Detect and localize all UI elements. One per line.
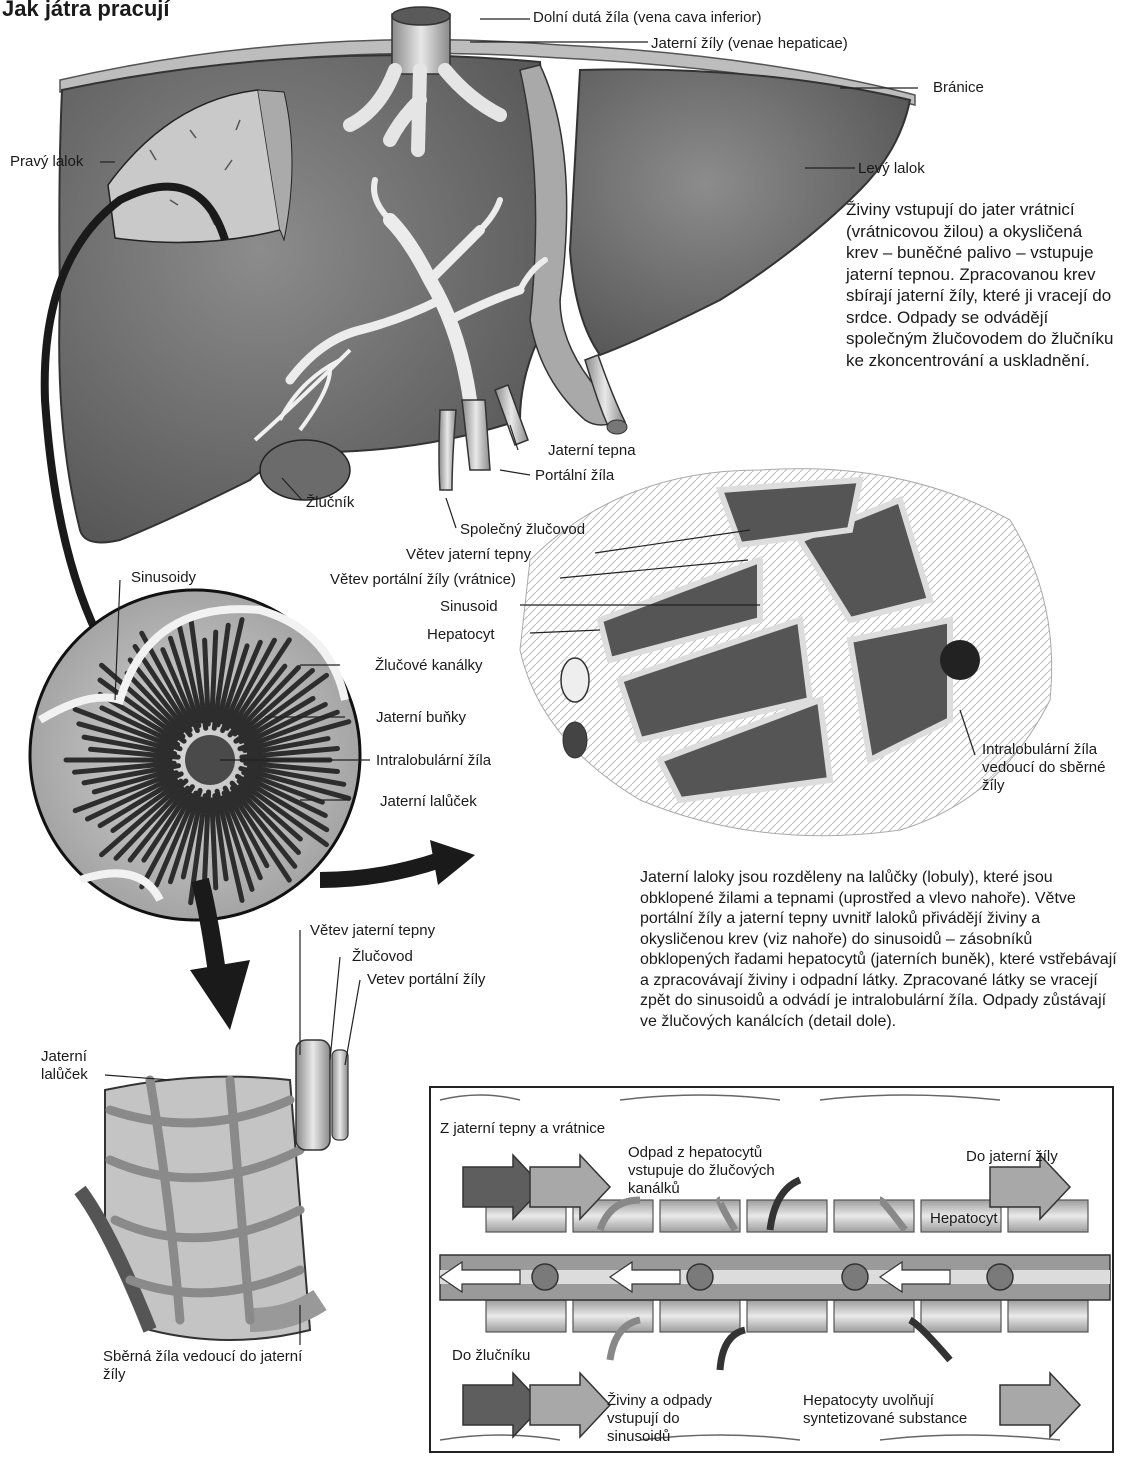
label-liver-lobule: Jaterní lalůček [380, 793, 477, 811]
hepatocyte-cell [747, 1300, 827, 1332]
label-lobule-portal-branch: Vetev portální žíly [367, 971, 485, 989]
label-common-bile-duct: Společný žlučovod [460, 521, 585, 539]
label-diaphragm: Bránice [933, 79, 984, 97]
label-lobule-bile-duct: Žlučovod [352, 948, 413, 966]
lobule-magnified [30, 590, 360, 920]
arrow-right [320, 860, 440, 880]
paragraph-nutrients: Živiny vstupují do jater vrátnicí (vrátn… [846, 199, 1116, 371]
label-bile-canals: Žlučové kanálky [375, 657, 483, 675]
label-hepatocyte: Hepatocyt [427, 626, 495, 644]
label-sinusoids: Sinusoidy [131, 569, 196, 587]
label-portal-branch: Větev portální žíly (vrátnice) [330, 571, 516, 589]
hepatocyte-cell [573, 1300, 653, 1332]
label-vena-cava: Dolní dutá žíla (vena cava inferior) [533, 9, 761, 27]
gallbladder [260, 440, 350, 500]
page-title: Jak játra pracují [2, 0, 170, 22]
label-lobule-artery-branch: Větev jaterní tepny [310, 922, 435, 940]
hepatocyte-cell [486, 1300, 566, 1332]
detail-waste-enter: Odpad z hepatocytů vstupuje do žlučových… [628, 1144, 813, 1198]
label-intralobular-vein: Intralobulární žíla [376, 752, 491, 770]
label-artery-branch: Větev jaterní tepny [406, 546, 531, 564]
label-liver-cells: Jaterní buňky [376, 709, 466, 727]
leader-line [345, 980, 360, 1065]
paragraph-lobules: Jaterní laloky jsou rozděleny na lalůčky… [640, 868, 1120, 1032]
detail-to-gallbladder: Do žlučníku [452, 1347, 530, 1365]
detail-to-hepatic-vein: Do jaterní žíly [966, 1148, 1058, 1166]
label-portal-vein: Portální žíla [535, 467, 614, 485]
label-collecting-vein: Sběrná žíla vedoucí do jaterní žíly [103, 1348, 303, 1384]
detail-nutrients-enter: Živiny a odpady vstupují do sinusoidů [607, 1392, 747, 1446]
detail-release: Hepatocyty uvolňují syntetizované substa… [803, 1392, 1013, 1428]
label-hepatic-artery: Jaterní tepna [548, 442, 636, 460]
label-sinusoid: Sinusoid [440, 598, 498, 616]
hepatocyte-cell [660, 1300, 740, 1332]
detail-hepatocyte: Hepatocyt [930, 1210, 998, 1228]
detail-from-artery: Z jaterní tepny a vrátnice [440, 1120, 605, 1138]
canal-node [842, 1264, 868, 1290]
canal-node [987, 1264, 1013, 1290]
label-lobule-liver: Jaterní lalůček [41, 1048, 121, 1084]
hepatocyte-cell [1008, 1300, 1088, 1332]
hepatocyte-cell [747, 1200, 827, 1232]
label-intralobular-to-collecting: Intralobulární žíla vedoucí do sběrné ží… [982, 741, 1132, 795]
leader-line [446, 498, 456, 528]
hepatocyte-cell [834, 1300, 914, 1332]
canal-node [532, 1264, 558, 1290]
leader-line [500, 470, 530, 475]
lobule-block [80, 1040, 348, 1340]
label-left-lobe: Levý lalok [858, 160, 925, 178]
leader-line [330, 957, 340, 1060]
hepatocyte-cell [921, 1300, 1001, 1332]
label-right-lobe: Pravý lalok [10, 153, 83, 171]
canal-node [687, 1264, 713, 1290]
liver [59, 7, 915, 542]
label-hepatic-veins: Jaterní žíly (venae hepaticae) [651, 35, 848, 53]
label-gallbladder: Žlučník [306, 494, 354, 512]
sinusoid-detail [520, 469, 1052, 836]
common-bile-duct [439, 410, 456, 490]
portal-vein [462, 400, 490, 470]
